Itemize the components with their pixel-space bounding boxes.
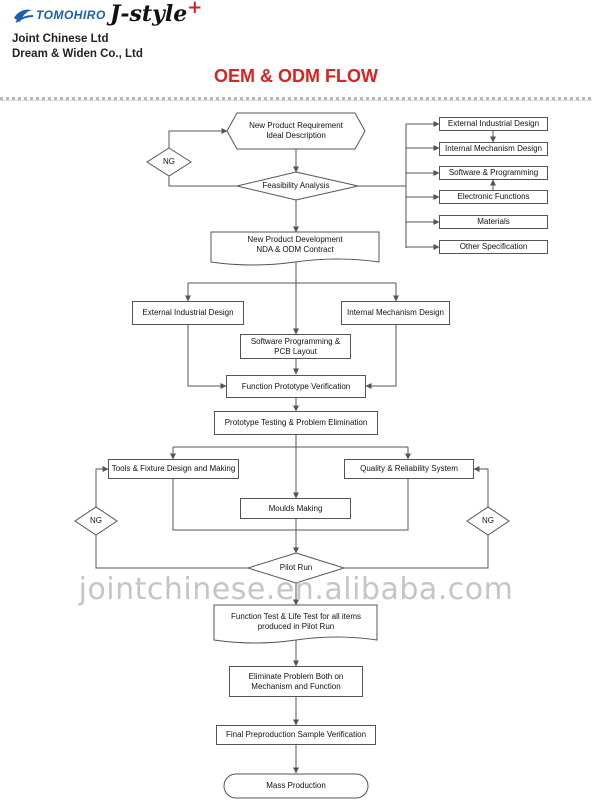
connector-ext-to-proto — [187, 325, 227, 389]
node-moulds-making: Moulds Making — [240, 498, 351, 519]
mass-production-terminal — [223, 773, 369, 799]
connector-quality-to-moulds — [296, 479, 409, 531]
node-function-test: Function Test & Life Test for all items … — [231, 612, 361, 631]
node-eliminate-problem: Eliminate Problem Both on Mechanism and … — [229, 666, 363, 697]
node-tools-fixture: Tools & Fixture Design and Making — [108, 459, 239, 479]
header-divider — [0, 97, 592, 100]
side-item-materials: Materials — [439, 215, 548, 229]
node-prototype-testing: Prototype Testing & Problem Elimination — [214, 411, 378, 435]
node-quality-system: Quality & Reliability System — [344, 459, 474, 479]
side-item-internal-design: Internal Mechanism Design — [439, 142, 548, 156]
side-item-external-design: External Industrial Design — [439, 117, 548, 131]
node-software-pcb: Software Programming & PCB Layout — [240, 334, 351, 359]
function-test-wave-shape — [213, 604, 378, 644]
connector-tools-to-moulds — [172, 479, 296, 531]
node-function-prototype: Function Prototype Verification — [226, 375, 366, 398]
node-ng-right: NG — [482, 516, 494, 525]
side-item-electronic: Electronic Functions — [439, 190, 548, 204]
header-divider-line — [0, 100, 592, 101]
connector-ng-to-req — [168, 128, 228, 148]
page-title: OEM & ODM FLOW — [214, 66, 378, 86]
node-final-preproduction: Final Preproduction Sample Verification — [216, 725, 376, 745]
node-ng-left: NG — [90, 516, 102, 525]
node-mass-production: Mass Production — [266, 781, 326, 790]
contract-wave-shape — [210, 231, 380, 266]
logo-swoosh-icon — [14, 9, 34, 23]
node-ng-top: NG — [163, 157, 175, 166]
connector-int-to-proto — [365, 325, 397, 389]
connector-ng-right-to-quality — [473, 466, 489, 507]
connector-ng-left-to-tools — [95, 466, 109, 507]
node-external-design: External Industrial Design — [132, 301, 244, 325]
node-pilot-run: Pilot Run — [279, 563, 313, 572]
side-item-software: Software & Programming — [439, 166, 548, 180]
brand-text: J-style — [110, 1, 188, 27]
node-requirement: New Product Requirement Ideal Descriptio… — [249, 121, 343, 140]
node-internal-design: Internal Mechanism Design — [341, 301, 450, 325]
logo-text: TOMOHIRO — [36, 8, 106, 22]
company-name-line1: Joint Chinese Ltd — [12, 33, 109, 45]
brand-plus: + — [187, 0, 203, 18]
connector-pilot-to-ng-left — [95, 535, 248, 569]
side-item-other-spec: Other Specification — [439, 240, 548, 254]
node-feasibility: Feasibility Analysis — [262, 181, 330, 190]
connector-side-bracket — [358, 124, 407, 248]
company-logo: TOMOHIRO J-style+ — [6, 0, 206, 30]
connector-pilot-to-ng-right — [344, 535, 489, 569]
connector-feas-to-ng — [168, 176, 237, 187]
company-name-line2: Dream & Widen Co., Ltd — [12, 48, 143, 60]
node-contract: New Product Development NDA & ODM Contra… — [247, 235, 343, 254]
brand-name: J-style+ — [110, 0, 203, 27]
